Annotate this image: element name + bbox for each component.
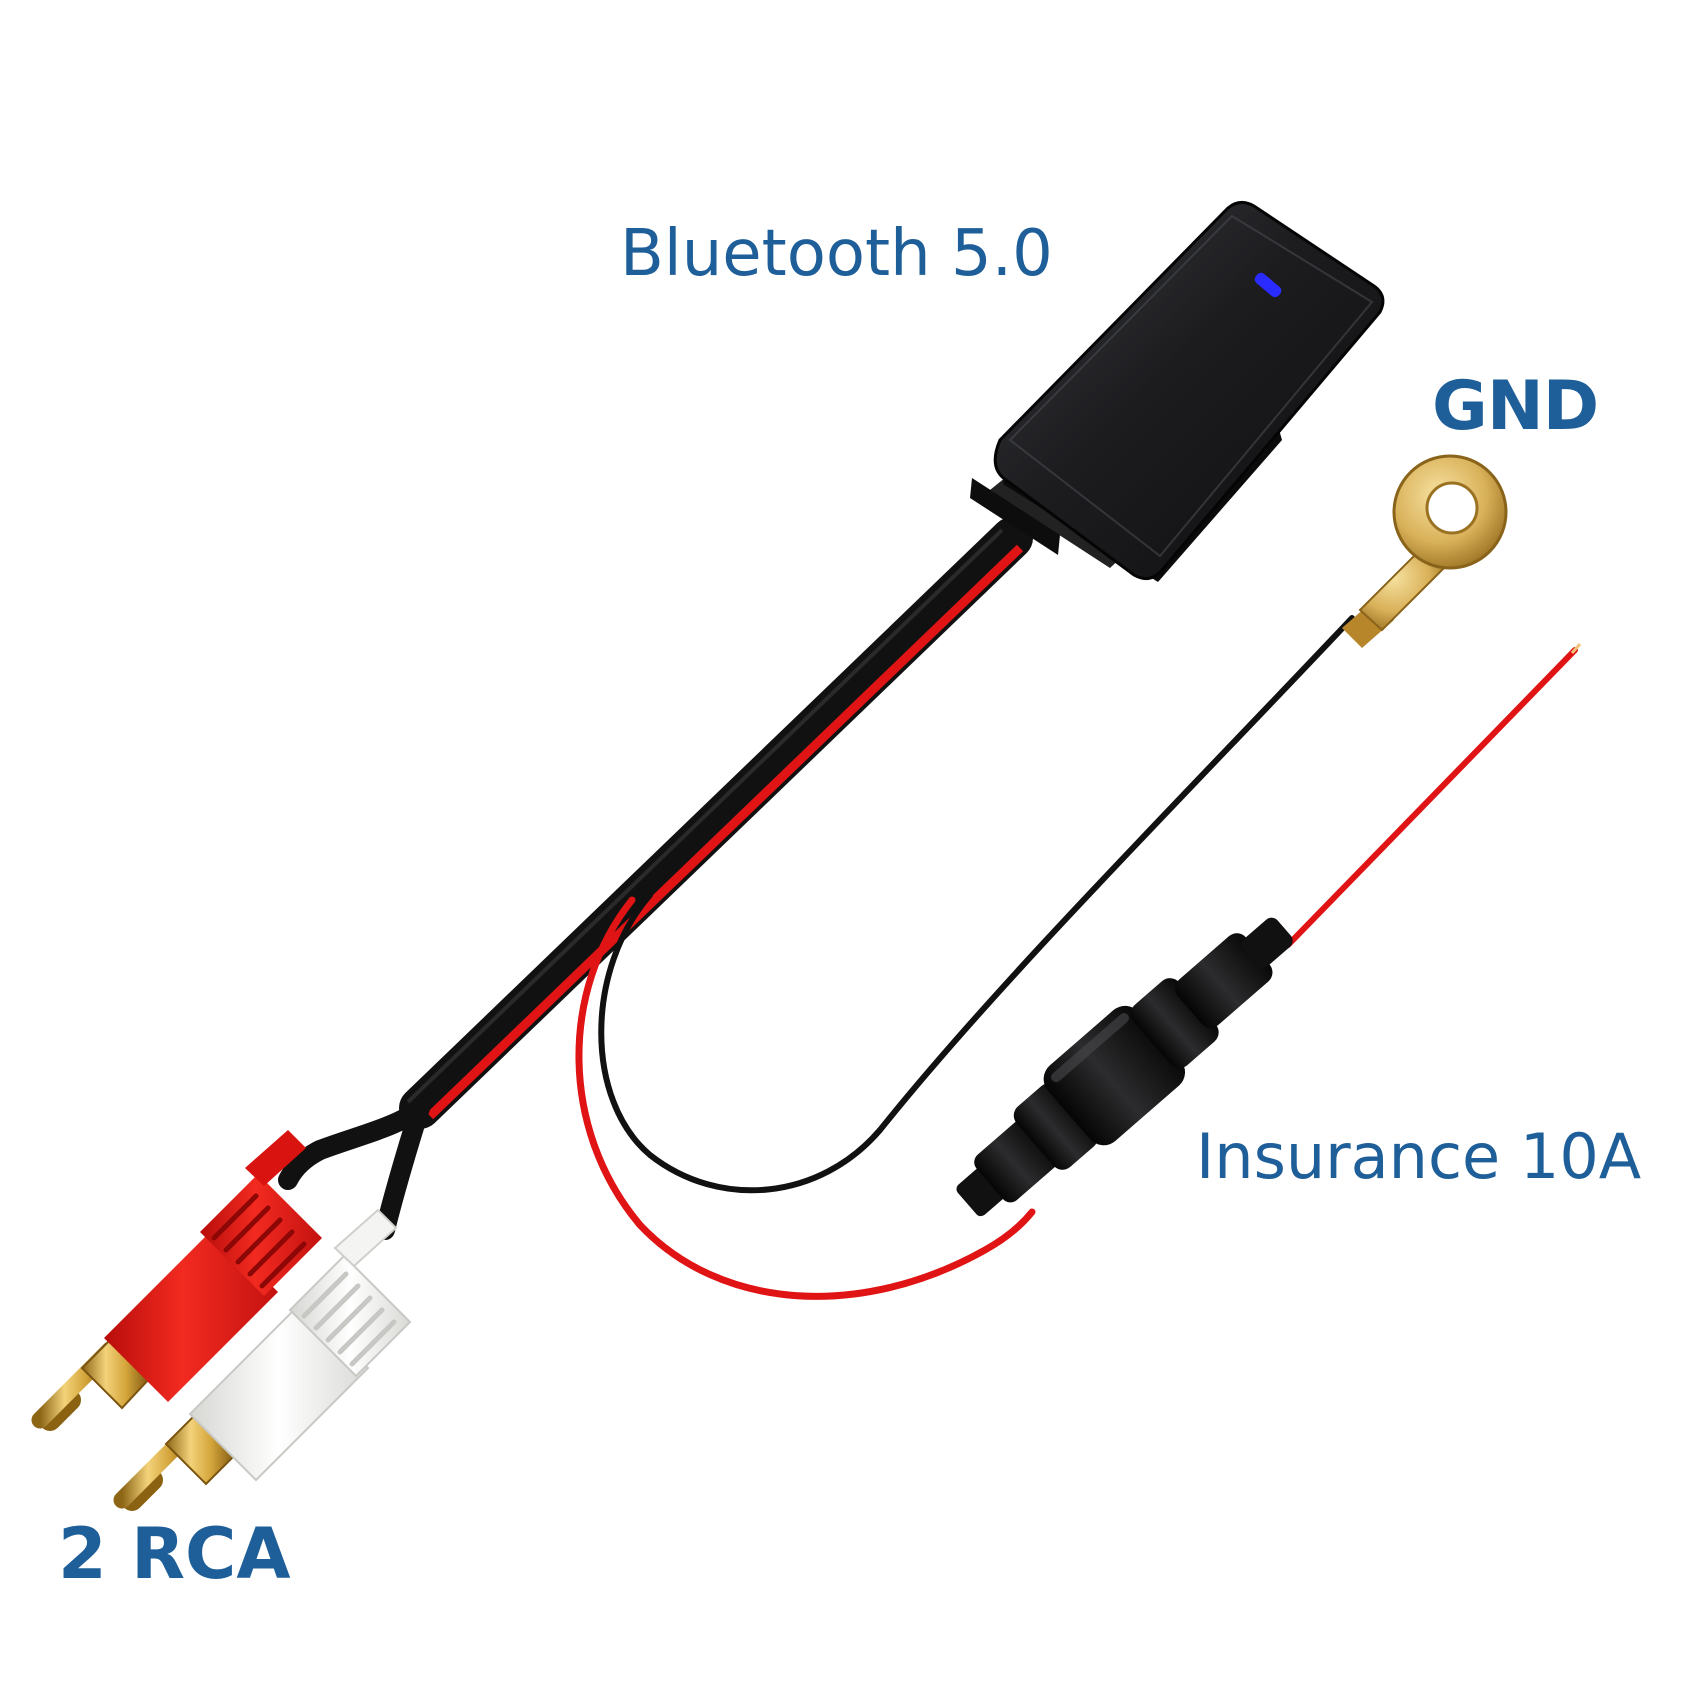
red-wire-lead [1285, 647, 1578, 948]
fuse-holder-icon [956, 917, 1293, 1217]
red-power-wire [575, 896, 1036, 1300]
red-rca-plug-icon [31, 1130, 322, 1431]
bluetooth-version-label: Bluetooth 5.0 [620, 217, 1053, 291]
main-cable-bundle [399, 517, 1033, 1129]
bluetooth-module-icon [970, 201, 1385, 582]
rca-connector-label: 2 RCA [58, 1513, 291, 1595]
fuse-rating-label: Insurance 10A [1196, 1120, 1642, 1193]
ring-terminal-icon [1342, 454, 1508, 648]
white-rca-plug-icon [113, 1208, 412, 1511]
status-led-icon [1254, 272, 1282, 298]
rca-audio-cables [278, 1098, 430, 1240]
black-ground-wire [598, 615, 1355, 1194]
ground-terminal-label: GND [1432, 367, 1599, 446]
